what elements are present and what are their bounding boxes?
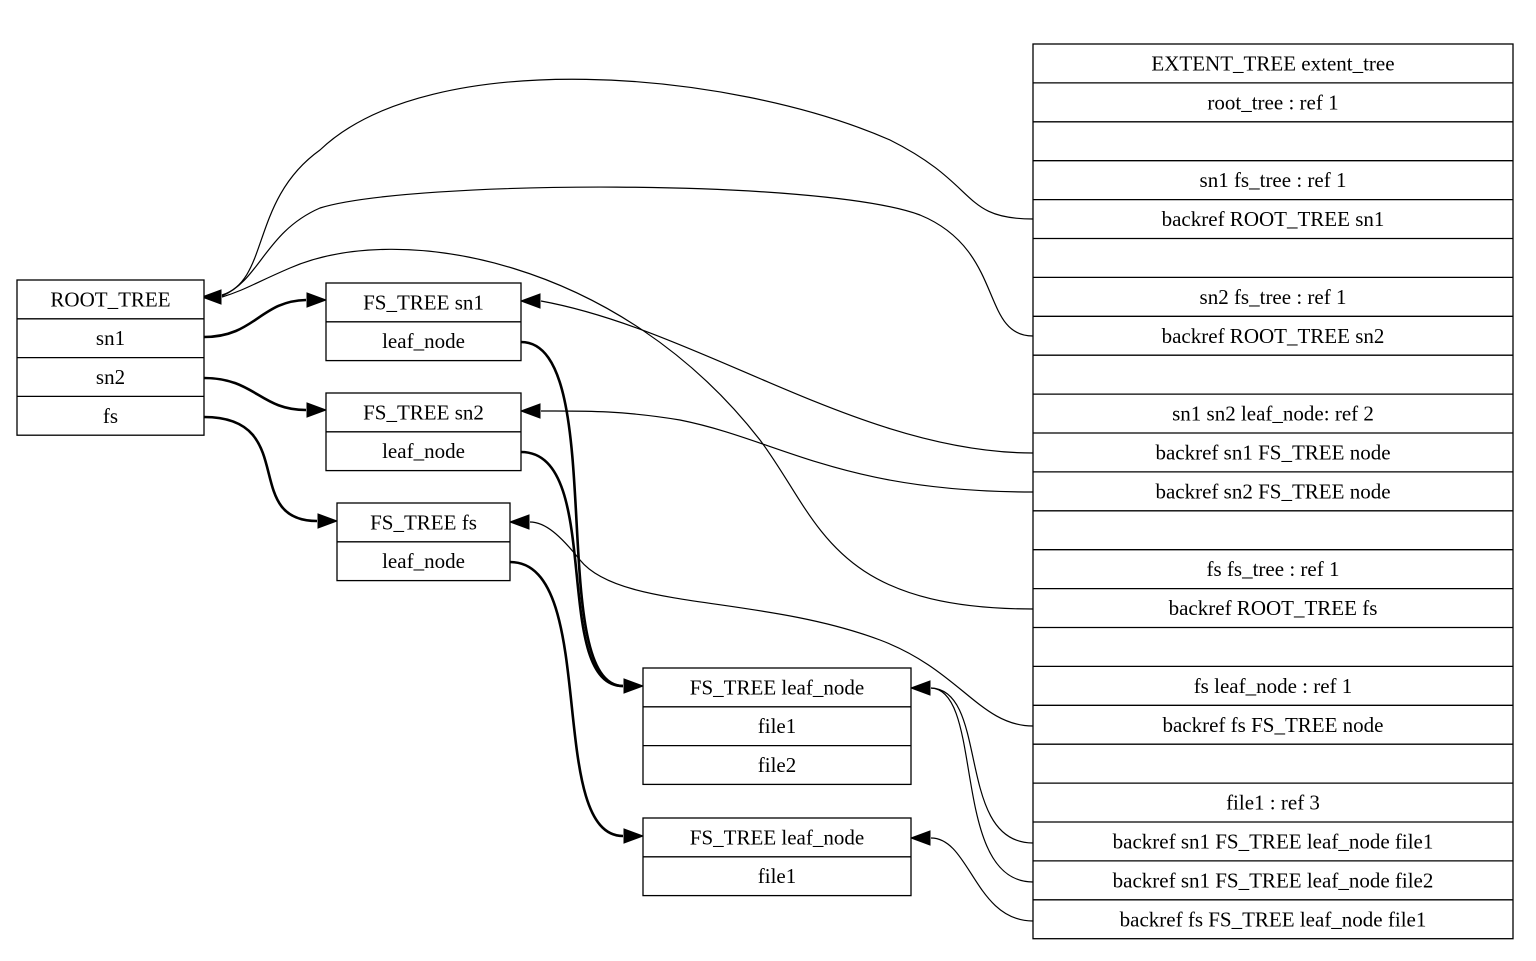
edge-fs-to-fs-tree-fs — [203, 415, 318, 523]
node-field: sn2 — [96, 365, 125, 389]
node-leaf-node-b: FS_TREE leaf_node file1 — [642, 817, 912, 897]
node-field: file1 — [758, 864, 796, 888]
arrowhead — [909, 680, 931, 696]
arrowhead — [519, 403, 541, 419]
edge-backref-root-sn2 — [221, 186, 1034, 337]
arrowhead — [200, 289, 222, 305]
arrowhead — [317, 513, 339, 529]
node-field: backref fs FS_TREE node — [1162, 713, 1383, 737]
edge-backref-sn1-node — [540, 300, 1034, 454]
node-field: backref sn1 FS_TREE leaf_node file2 — [1113, 868, 1434, 892]
node-field: backref ROOT_TREE sn2 — [1162, 324, 1385, 348]
arrowhead — [306, 292, 328, 308]
arrowhead — [306, 402, 328, 418]
node-field: sn1 sn2 leaf_node: ref 2 — [1172, 402, 1374, 426]
node-field: leaf_node — [382, 329, 465, 353]
node-field: backref sn2 FS_TREE node — [1155, 479, 1390, 503]
node-header: FS_TREE leaf_node — [690, 825, 864, 849]
node-field: backref ROOT_TREE sn1 — [1162, 207, 1385, 231]
arrowhead — [508, 514, 530, 530]
arrowhead — [909, 830, 931, 846]
node-field: backref sn1 FS_TREE node — [1155, 440, 1390, 464]
edge-fs-leaf-to-leaf-node — [509, 560, 624, 838]
node-field: root_tree : ref 1 — [1207, 90, 1338, 114]
edge-backref-leaf-file1 — [930, 687, 1034, 844]
edge-sn1-leaf-to-leaf-node — [520, 340, 624, 688]
arrowhead — [623, 678, 645, 694]
node-field: fs fs_tree : ref 1 — [1207, 557, 1340, 581]
edge-sn1-to-fs-tree-sn1 — [203, 298, 307, 339]
arrowhead — [519, 293, 541, 309]
node-header: FS_TREE leaf_node — [690, 675, 864, 699]
node-header: FS_TREE sn1 — [363, 290, 484, 314]
edge-sn2-leaf-to-leaf-node — [520, 450, 624, 688]
node-root-tree: ROOT_TREE sn1 sn2 fs — [16, 279, 205, 436]
node-field: sn1 fs_tree : ref 1 — [1200, 168, 1347, 192]
node-field: fs — [103, 404, 118, 428]
node-fs-tree-fs: FS_TREE fs leaf_node — [336, 502, 511, 582]
edge-backref-root-sn1 — [221, 78, 1034, 296]
node-field: file1 : ref 3 — [1226, 791, 1320, 815]
node-header: FS_TREE sn2 — [363, 400, 484, 424]
node-frame — [1032, 43, 1514, 940]
node-field: leaf_node — [382, 549, 465, 573]
node-field: file1 — [758, 714, 796, 738]
node-header: FS_TREE fs — [370, 510, 477, 534]
node-field: leaf_node — [382, 439, 465, 463]
edge-backref-leaf-file2 — [930, 687, 1034, 883]
edge-backref-fs-leaf-file1 — [930, 837, 1034, 922]
node-leaf-node-a: FS_TREE leaf_node file1 file2 — [642, 667, 912, 786]
edges-layer — [200, 78, 1034, 922]
edge-backref-fs-node — [529, 521, 1034, 727]
arrowhead — [623, 828, 645, 844]
edge-backref-root-fs — [221, 248, 1034, 610]
node-frame — [642, 667, 912, 786]
node-field: fs leaf_node : ref 1 — [1194, 674, 1353, 698]
node-header: EXTENT_TREE extent_tree — [1151, 51, 1394, 75]
node-fs-tree-sn1: FS_TREE sn1 leaf_node — [325, 282, 522, 362]
node-field: file2 — [758, 753, 796, 777]
node-field: backref ROOT_TREE fs — [1169, 596, 1378, 620]
node-extent-tree: EXTENT_TREE extent_tree root_tree : ref 1… — [1032, 43, 1514, 940]
node-header: ROOT_TREE — [50, 287, 170, 311]
node-field: backref fs FS_TREE leaf_node file1 — [1120, 907, 1427, 931]
node-fs-tree-sn2: FS_TREE sn2 leaf_node — [325, 392, 522, 472]
edge-backref-sn2-node — [540, 410, 1034, 493]
edge-sn2-to-fs-tree-sn2 — [203, 376, 307, 412]
node-field: sn2 fs_tree : ref 1 — [1200, 285, 1347, 309]
node-field: sn1 — [96, 326, 125, 350]
node-field: backref sn1 FS_TREE leaf_node file1 — [1113, 829, 1434, 853]
